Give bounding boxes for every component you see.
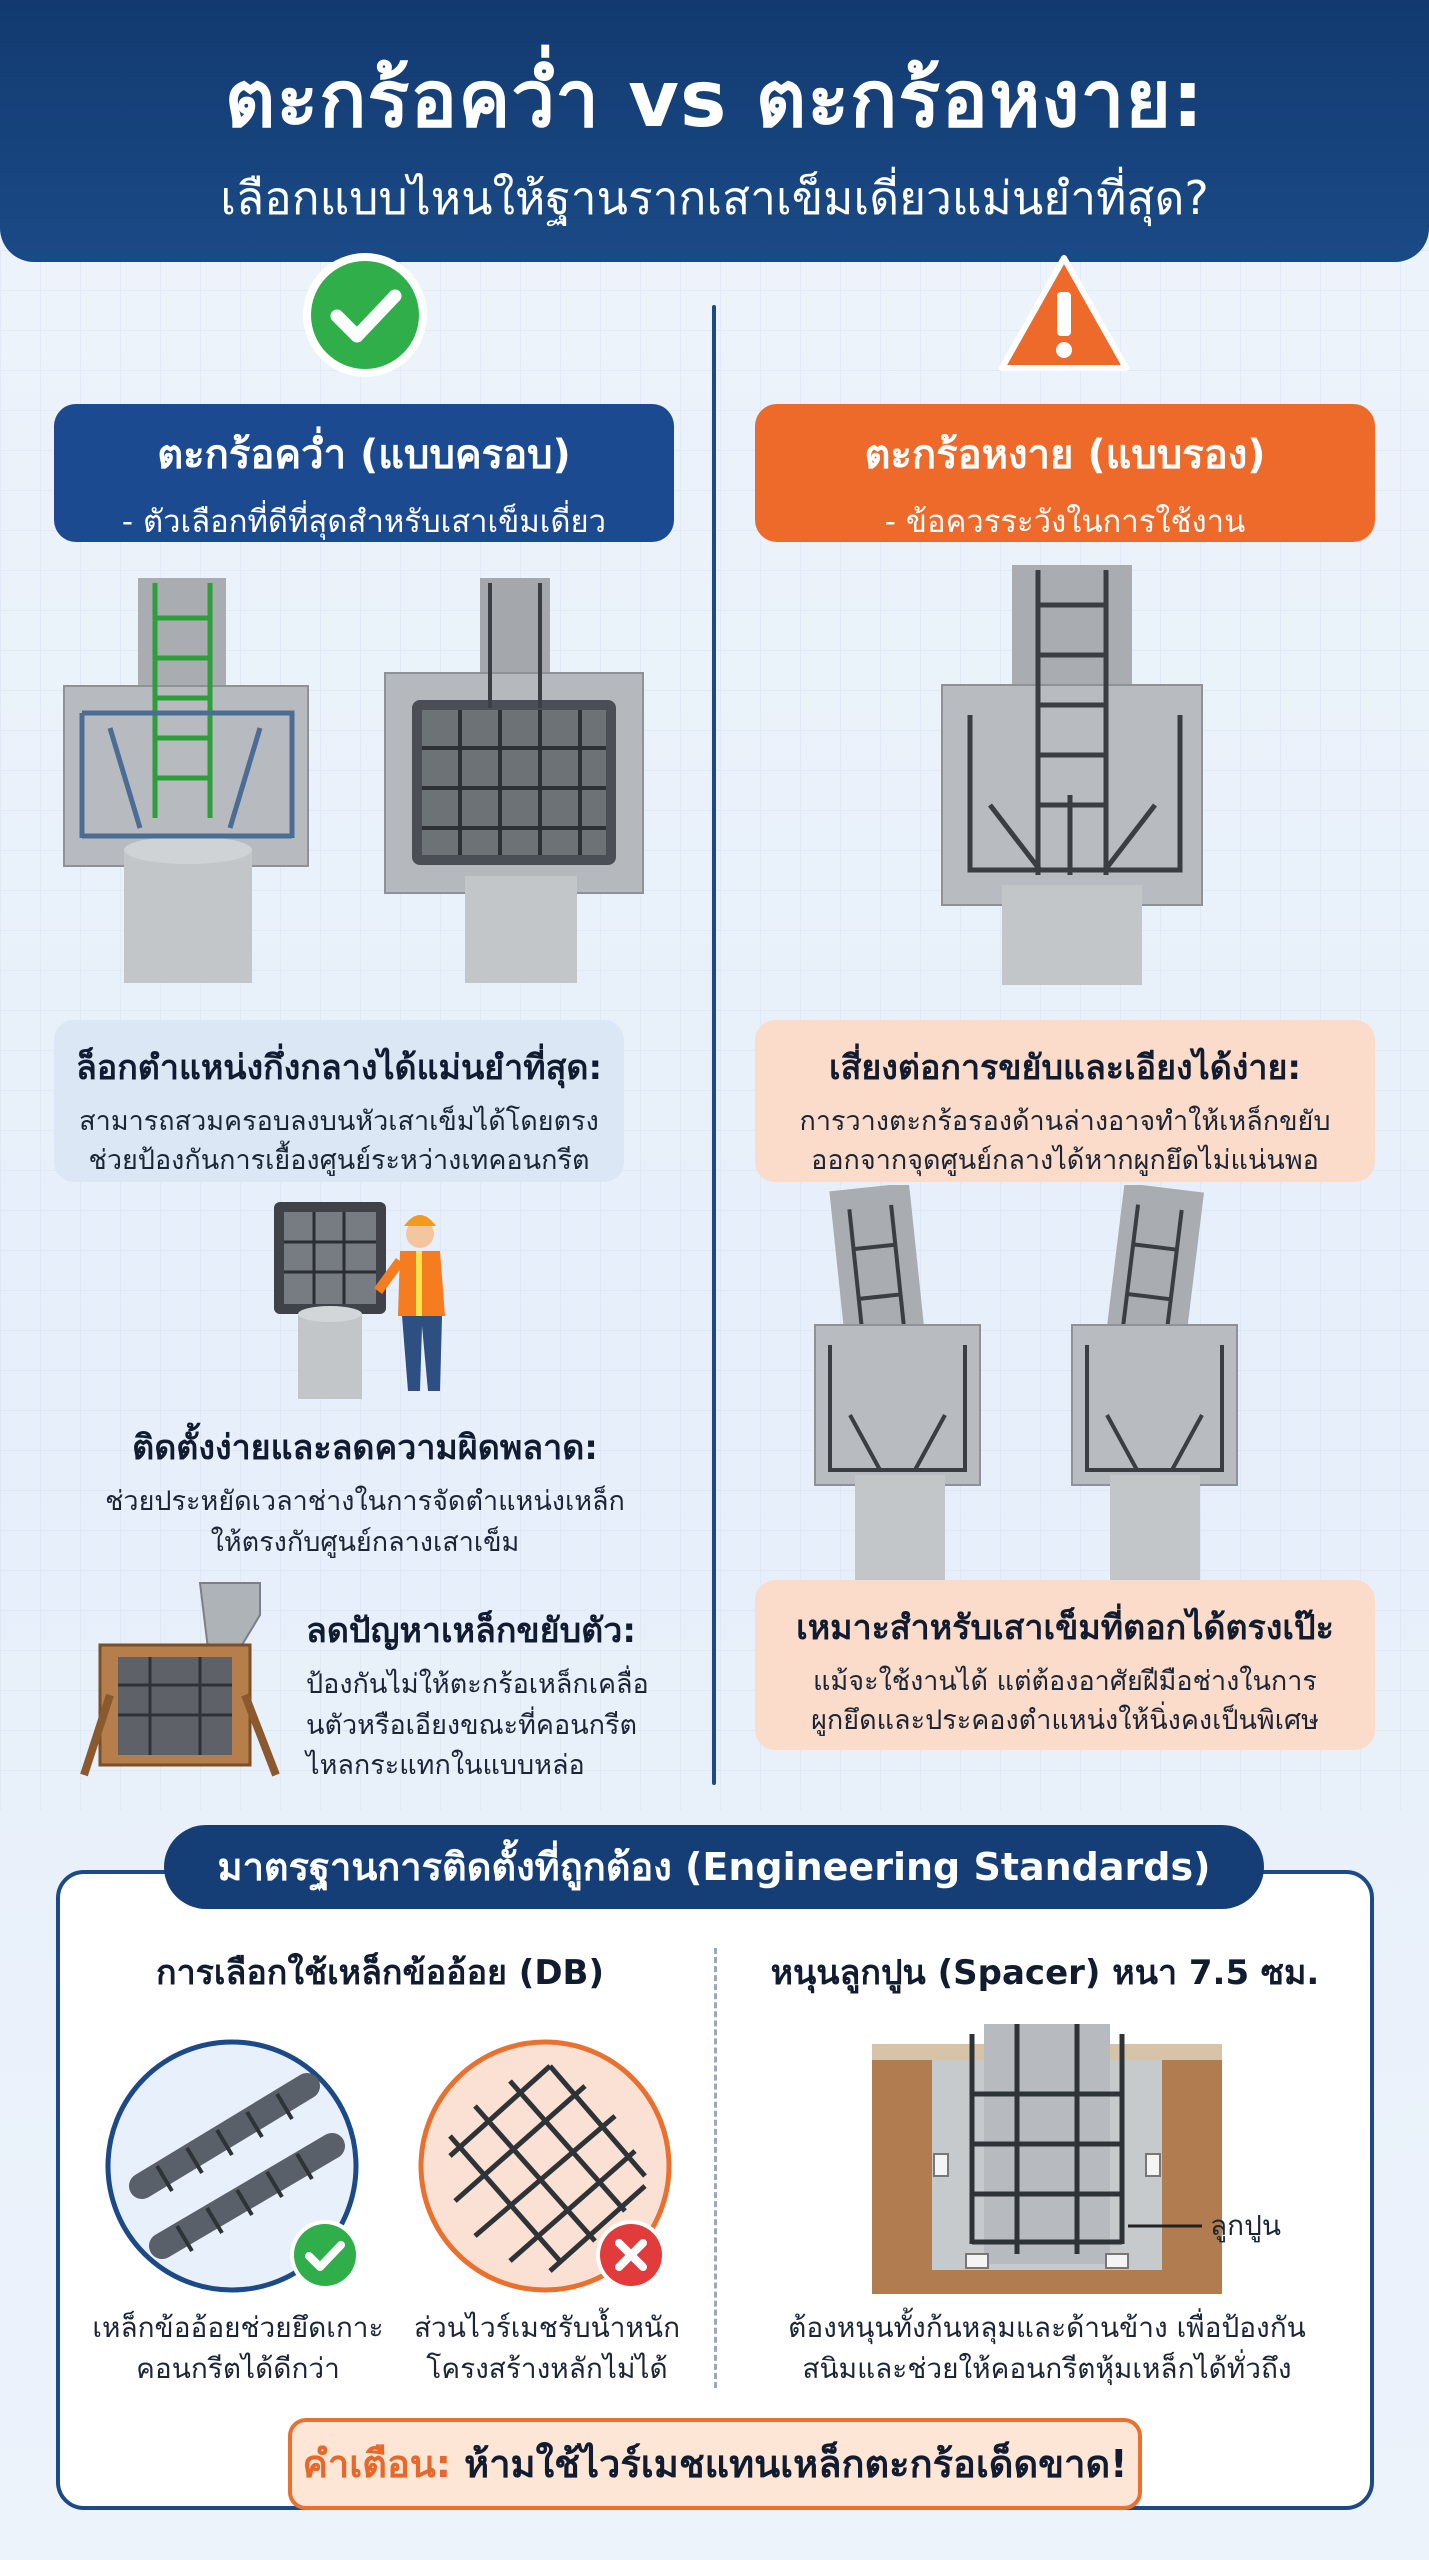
tilt-risk-title: เสี่ยงต่อการขยับและเอียงได้ง่าย: bbox=[828, 1048, 1302, 1088]
tilted-cage-footings-illustration bbox=[814, 1185, 1238, 1585]
mesh-caption: ส่วนไวร์เมชรับน้ำหนัก โครงสร้างหลักไม่ได… bbox=[392, 2308, 702, 2389]
rebar-caption-line1: เหล็กข้ออ้อยช่วยยึดเกาะ bbox=[92, 2311, 384, 2344]
cross-badge-icon bbox=[596, 2220, 666, 2290]
worker-installing-cage-illustration bbox=[274, 1202, 445, 1399]
cage-movement-block: ลดปัญหาเหล็กขยับตัว: ป้องกันไม่ให้ตะกร้อ… bbox=[306, 1603, 686, 1787]
cage-movement-line3: ไหลกระแทกในแบบหล่อ bbox=[306, 1750, 585, 1781]
inverted-cage-title: ตะกร้อคว่ำ (แบบครอบ) bbox=[157, 432, 571, 478]
straight-pile-box: เหมาะสำหรับเสาเข็มที่ตอกได้ตรงเป๊ะ แม้จะ… bbox=[755, 1580, 1375, 1750]
easy-install-line2: ให้ตรงกับศูนย์กลางเสาเข็ม bbox=[210, 1526, 520, 1558]
page-subtitle: เลือกแบบไหนให้ฐานรากเสาเข็มเดี่ยวแม่นยำท… bbox=[220, 170, 1209, 225]
center-lock-line2: ช่วยป้องกันการเยื้องศูนย์ระหว่างเทคอนกรี… bbox=[88, 1145, 590, 1177]
upright-cage-header: ตะกร้อหงาย (แบบรอง) - ข้อควรระวังในการใช… bbox=[755, 404, 1375, 542]
warning-text: ห้ามใช้ไวร์เมชแทนเหล็กตะกร้อเด็ดขาด! bbox=[450, 2442, 1128, 2486]
inverted-cage-header: ตะกร้อคว่ำ (แบบครอบ) - ตัวเลือกที่ดีที่ส… bbox=[54, 404, 674, 542]
check-badge-icon bbox=[290, 2220, 360, 2290]
cage-movement-line1: ป้องกันไม่ให้ตะกร้อเหล็กเคลื่อ bbox=[306, 1669, 649, 1700]
inverted-cage-subtitle: - ตัวเลือกที่ดีที่สุดสำหรับเสาเข็มเดี่ยว bbox=[121, 504, 607, 540]
spacer-heading: หนุนลูกปูน (Spacer) หนา 7.5 ซม. bbox=[770, 1953, 1320, 1993]
center-lock-title: ล็อกตำแหน่งกึ่งกลางได้แม่นยำที่สุด: bbox=[75, 1048, 603, 1088]
warning-banner: คำเตือน: ห้ามใช้ไวร์เมชแทนเหล็กตะกร้อเด็… bbox=[288, 2418, 1142, 2510]
rebar-caption: เหล็กข้ออ้อยช่วยยึดเกาะ คอนกรีตได้ดีกว่า bbox=[78, 2308, 398, 2389]
standards-divider bbox=[714, 1948, 717, 2388]
easy-install-line1: ช่วยประหยัดเวลาช่างในการจัดตำแหน่งเหล็ก bbox=[105, 1486, 625, 1517]
mesh-caption-line2: โครงสร้างหลักไม่ได้ bbox=[426, 2351, 668, 2385]
engineering-standards-title: มาตรฐานการติดตั้งที่ถูกต้อง (Engineering… bbox=[164, 1825, 1264, 1909]
inverted-cage-footing-illustration bbox=[63, 578, 644, 983]
check-circle-icon bbox=[303, 253, 427, 377]
rebar-selection-heading: การเลือกใช้เหล็กข้ออ้อย (DB) bbox=[155, 1953, 604, 1993]
spacer-caption-line1: ต้องหนุนทั้งก้นหลุมและด้านข้าง เพื่อป้อง… bbox=[788, 2311, 1306, 2344]
easy-install-title: ติดตั้งง่ายและลดความผิดพลาด: bbox=[132, 1428, 598, 1468]
upright-cage-subtitle: - ข้อควรระวังในการใช้งาน bbox=[884, 504, 1246, 540]
concrete-pouring-formwork-illustration bbox=[80, 1582, 280, 1777]
warning-triangle-icon bbox=[999, 255, 1129, 371]
wire-mesh-illustration bbox=[418, 2039, 672, 2293]
tilt-risk-box: เสี่ยงต่อการขยับและเอียงได้ง่าย: การวางต… bbox=[755, 1020, 1375, 1182]
cage-movement-title: ลดปัญหาเหล็กขยับตัว: bbox=[306, 1611, 636, 1651]
deformed-rebar-illustration bbox=[105, 2039, 359, 2293]
header-banner: ตะกร้อคว่ำ vs ตะกร้อหงาย: เลือกแบบไหนให้… bbox=[0, 0, 1429, 262]
page-title: ตะกร้อคว่ำ vs ตะกร้อหงาย: bbox=[224, 55, 1205, 145]
center-lock-box: ล็อกตำแหน่งกึ่งกลางได้แม่นยำที่สุด: สามา… bbox=[54, 1020, 624, 1182]
cage-movement-line2: นตัวหรือเอียงขณะที่คอนกรีต bbox=[306, 1709, 638, 1741]
straight-pile-line1: แม้จะใช้งานได้ แต่ต้องอาศัยฝีมือช่างในกา… bbox=[813, 1666, 1317, 1697]
mesh-caption-line1: ส่วนไวร์เมชรับน้ำหนัก bbox=[413, 2311, 681, 2344]
spacer-caption: ต้องหนุนทั้งก้นหลุมและด้านข้าง เพื่อป้อง… bbox=[742, 2308, 1352, 2389]
warning-label: คำเตือน: bbox=[302, 2442, 451, 2486]
spacer-label: ลูกปูน bbox=[1210, 2209, 1282, 2242]
center-lock-line1: สามารถสวมครอบลงบนหัวเสาเข็มได้โดยตรง bbox=[79, 1106, 599, 1137]
upright-cage-footing-illustration bbox=[941, 565, 1203, 985]
rebar-caption-line2: คอนกรีตได้ดีกว่า bbox=[136, 2351, 340, 2385]
straight-pile-title: เหมาะสำหรับเสาเข็มที่ตอกได้ตรงเป๊ะ bbox=[796, 1608, 1334, 1648]
column-divider bbox=[712, 305, 716, 1785]
spacer-caption-line2: สนิมและช่วยให้คอนกรีตหุ้มเหล็กได้ทั่วถึง bbox=[802, 2351, 1292, 2385]
easy-install-block: ติดตั้งง่ายและลดความผิดพลาด: ช่วยประหยัด… bbox=[60, 1420, 670, 1563]
tilt-risk-line1: การวางตะกร้อรองด้านล่างอาจทำให้เหล็กขยับ bbox=[799, 1106, 1331, 1137]
upright-cage-title: ตะกร้อหงาย (แบบรอง) bbox=[864, 432, 1266, 478]
spacer-cross-section-illustration bbox=[872, 2024, 1222, 2294]
tilt-risk-line2: ออกจากจุดศูนย์กลางได้หากผูกยึดไม่แน่นพอ bbox=[811, 1145, 1319, 1177]
straight-pile-line2: ผูกยึดและประคองตำแหน่งให้นิ่งคงเป็นพิเศษ bbox=[811, 1705, 1319, 1737]
